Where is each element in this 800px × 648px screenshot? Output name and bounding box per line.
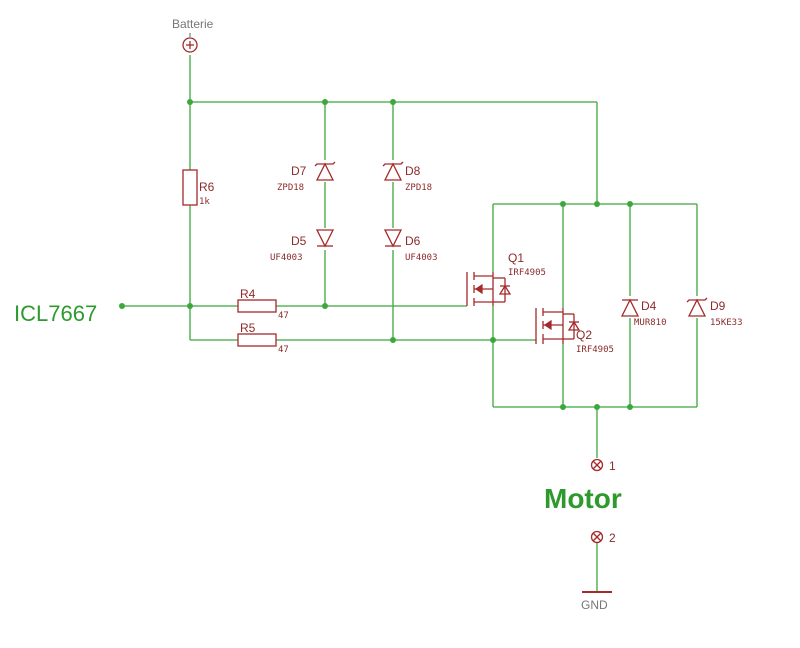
junction <box>322 99 328 105</box>
q1-name: Q1 <box>508 251 524 265</box>
resistor-r4: R4 47 <box>237 287 289 321</box>
motor-pin-1: 1 <box>590 458 616 473</box>
mosfet-q2: Q2 IRF4905 <box>535 308 614 355</box>
junction <box>322 303 328 309</box>
d6-value: UF4003 <box>405 253 438 263</box>
motor-connector: 1 Motor 2 <box>544 458 622 545</box>
battery-label: Batterie <box>172 17 214 31</box>
battery-terminal-icon <box>182 37 198 53</box>
motor-pin-2-label: 2 <box>609 531 616 545</box>
mosfet-q1: Q1 IRF4905 <box>466 251 546 306</box>
resistor-r6: R6 1k <box>182 169 215 207</box>
motor-pin-2: 2 <box>590 530 616 545</box>
r6-value: 1k <box>199 197 210 207</box>
zener-diode-d8: D8 ZPD18 <box>382 161 432 193</box>
d5-value: UF4003 <box>270 253 303 263</box>
junction <box>560 201 566 207</box>
d6-name: D6 <box>405 234 421 248</box>
junction <box>187 99 193 105</box>
d5-name: D5 <box>291 234 307 248</box>
r6-name: R6 <box>199 180 215 194</box>
d7-value: ZPD18 <box>277 183 304 193</box>
q1-value: IRF4905 <box>508 268 546 278</box>
junction <box>627 201 633 207</box>
motor-label: Motor <box>544 483 622 514</box>
d8-value: ZPD18 <box>405 183 432 193</box>
tvs-diode-d9: D9 15KE33 <box>686 297 743 328</box>
zener-diode-d7: D7 ZPD18 <box>277 161 336 193</box>
battery-supply: Batterie <box>172 17 214 53</box>
junction <box>390 337 396 343</box>
r5-name: R5 <box>240 321 256 335</box>
d9-name: D9 <box>710 299 726 313</box>
ground-symbol: GND <box>581 591 612 612</box>
d4-value: MUR810 <box>634 318 667 328</box>
diode-d6: D6 UF4003 <box>383 229 438 263</box>
junction <box>560 404 566 410</box>
d7-name: D7 <box>291 164 307 178</box>
r5-value: 47 <box>278 345 289 355</box>
r4-name: R4 <box>240 287 256 301</box>
junction <box>490 337 496 343</box>
junction <box>119 303 125 309</box>
junctions <box>119 99 633 410</box>
gnd-label: GND <box>581 598 608 612</box>
d4-name: D4 <box>641 299 657 313</box>
d9-value: 15KE33 <box>710 318 743 328</box>
junction <box>390 99 396 105</box>
resistor-r5: R5 47 <box>237 321 289 355</box>
d8-name: D8 <box>405 164 421 178</box>
q2-value: IRF4905 <box>576 345 614 355</box>
junction <box>594 201 600 207</box>
junction <box>627 404 633 410</box>
icl7667-net-label: ICL7667 <box>14 301 97 326</box>
r4-value: 47 <box>278 311 289 321</box>
junction <box>594 404 600 410</box>
motor-pin-1-label: 1 <box>609 459 616 473</box>
junction <box>187 303 193 309</box>
q2-name: Q2 <box>576 328 592 342</box>
diode-d4: D4 MUR810 <box>620 298 667 328</box>
diode-d5: D5 UF4003 <box>270 229 335 263</box>
